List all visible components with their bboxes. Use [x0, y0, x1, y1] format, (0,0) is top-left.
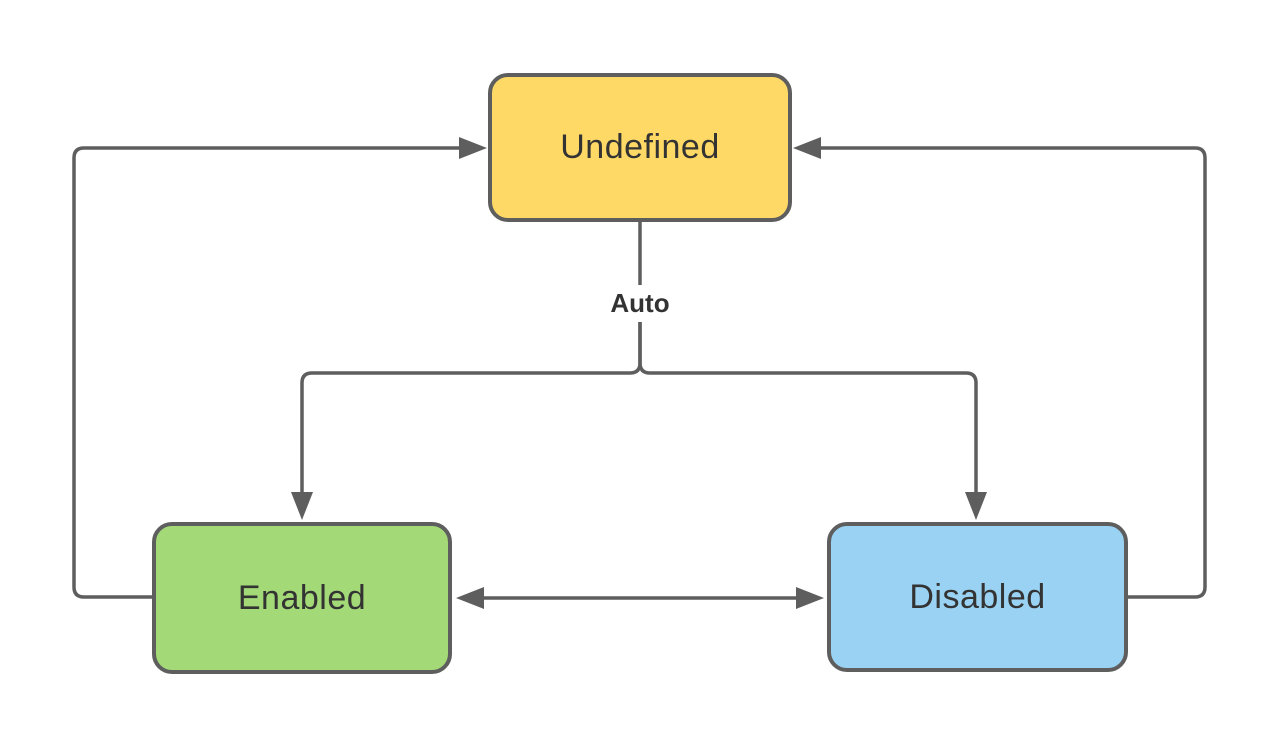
arrowhead-left-into-undefined	[793, 137, 821, 159]
state-node-enabled: Enabled	[152, 522, 452, 674]
state-node-undefined-label: Undefined	[560, 128, 720, 166]
arrowhead-left-into-enabled	[456, 587, 484, 609]
state-node-disabled-label: Disabled	[909, 577, 1046, 616]
edge-undefined-to-enabled	[300, 322, 642, 492]
arrowhead-down-into-disabled	[965, 492, 987, 520]
edge-label-auto: Auto	[604, 288, 676, 319]
arrowhead-right-into-disabled	[796, 587, 824, 609]
state-node-enabled-label: Enabled	[237, 578, 367, 617]
arrowhead-right-into-undefined	[459, 137, 487, 159]
state-node-disabled: Disabled	[827, 522, 1128, 672]
edge-undefined-to-disabled	[638, 322, 978, 492]
state-node-undefined: Undefined	[488, 73, 792, 222]
arrowhead-down-into-enabled	[291, 492, 313, 520]
